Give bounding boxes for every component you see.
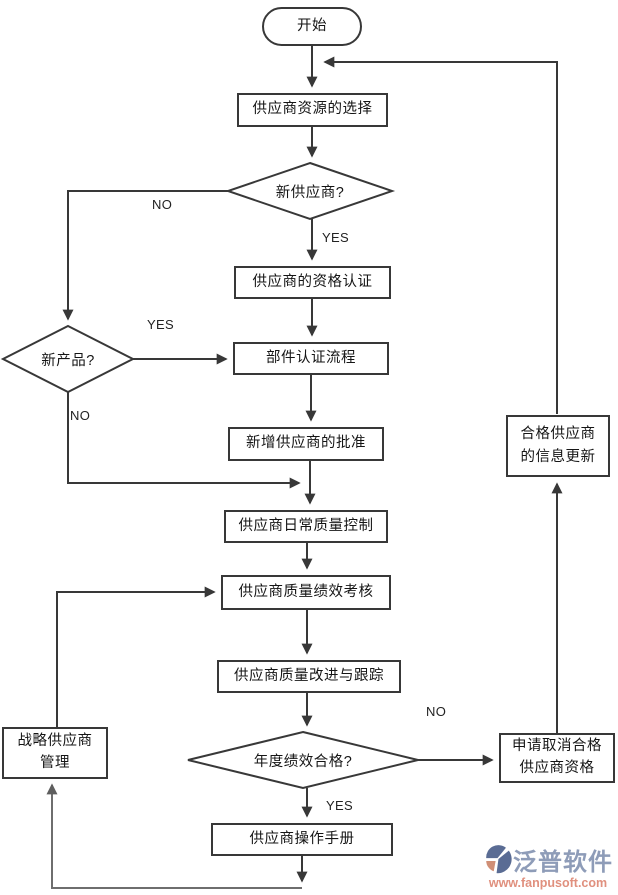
edge-new-supplier-no xyxy=(62,190,232,321)
fanpu-logo-site: www.fanpusoft.com xyxy=(488,876,608,890)
fanpu-logo-icon xyxy=(486,844,512,873)
decision-new-product-shape xyxy=(0,324,136,394)
node-manual-label: 供应商操作手册 xyxy=(249,830,355,847)
node-daily-quality: 供应商日常质量控制 xyxy=(224,510,388,543)
edge-manual-to-strategic-loop xyxy=(46,783,302,889)
node-approval-label: 新增供应商的批准 xyxy=(246,435,366,452)
node-start: 开始 xyxy=(262,7,362,46)
node-qualification-label: 供应商的资格认证 xyxy=(252,273,373,290)
node-improvement-label: 供应商质量改进与跟踪 xyxy=(234,667,384,684)
edge-label-new-product-yes: YES xyxy=(147,317,174,332)
node-improvement: 供应商质量改进与跟踪 xyxy=(217,660,401,693)
edge-strategic-to-performance xyxy=(56,586,216,727)
node-cancel-qualification-label-line2: 供应商资格 xyxy=(519,760,595,776)
edge-info-update-feedback xyxy=(323,56,558,414)
node-performance-review-label: 供应商质量绩效考核 xyxy=(238,583,374,600)
fanpu-logo-row: 泛普软件 xyxy=(479,842,617,877)
fanpu-logo-brand: 泛普软件 xyxy=(513,849,613,876)
node-component-cert: 部件认证流程 xyxy=(233,342,389,375)
edge-label-new-product-no: NO xyxy=(70,408,91,423)
node-qualification: 供应商的资格认证 xyxy=(234,266,391,299)
node-manual: 供应商操作手册 xyxy=(211,823,393,856)
node-cancel-qualification-label-line1: 申请取消合格 xyxy=(512,738,602,755)
edge-label-new-supplier-no: NO xyxy=(152,197,173,212)
node-daily-quality-label: 供应商日常质量控制 xyxy=(238,517,374,534)
edge-label-annual-no: NO xyxy=(426,704,447,719)
edge-label-new-supplier-yes: YES xyxy=(322,230,349,245)
node-strategic: 战略供应商 管理 xyxy=(2,727,108,779)
node-strategic-label-line1: 战略供应商 xyxy=(17,733,93,750)
edge-label-annual-yes: YES xyxy=(326,798,353,813)
decision-annual-performance-shape xyxy=(187,730,419,790)
fanpu-logo: 泛普软件 www.fanpusoft.com xyxy=(479,842,617,890)
node-component-cert-label: 部件认证流程 xyxy=(266,349,356,366)
node-resource-select: 供应商资源的选择 xyxy=(237,93,388,127)
node-start-label: 开始 xyxy=(297,17,327,34)
node-cancel-qualification: 申请取消合格 供应商资格 xyxy=(499,733,615,783)
node-info-update-label-line2: 的信息更新 xyxy=(520,449,596,465)
edge-new-product-no xyxy=(67,392,301,489)
node-info-update: 合格供应商 的信息更新 xyxy=(506,415,610,477)
node-resource-select-label: 供应商资源的选择 xyxy=(252,101,373,118)
node-approval: 新增供应商的批准 xyxy=(228,427,384,461)
node-info-update-label-line1: 合格供应商 xyxy=(520,425,596,442)
decision-new-supplier-shape xyxy=(224,161,396,221)
node-strategic-label-line2: 管理 xyxy=(40,755,70,771)
node-performance-review: 供应商质量绩效考核 xyxy=(221,575,391,610)
